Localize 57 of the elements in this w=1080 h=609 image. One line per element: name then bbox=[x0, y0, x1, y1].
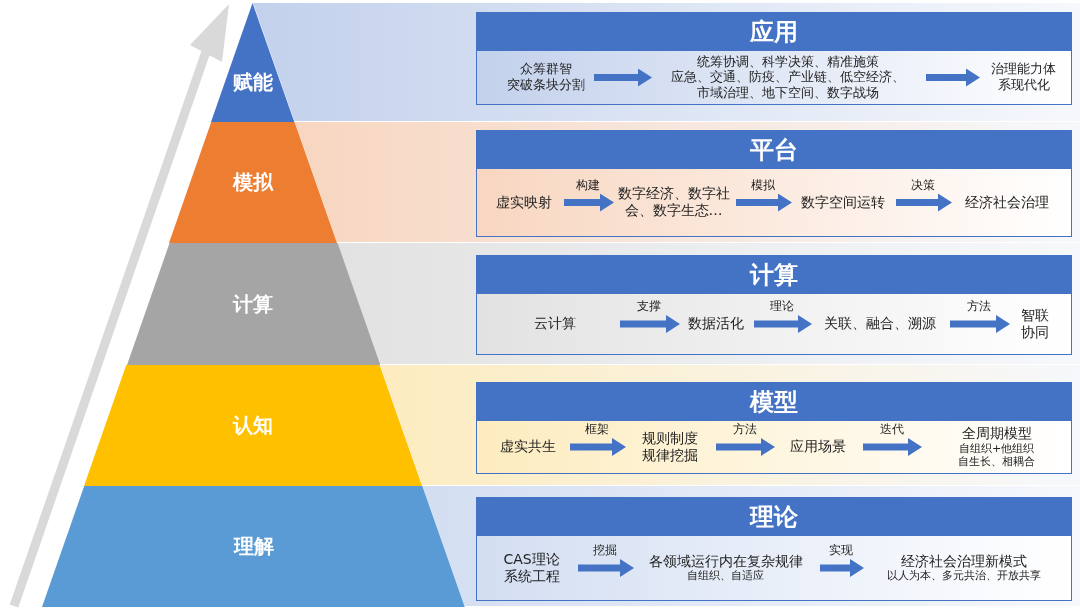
pyramid-layer bbox=[84, 365, 423, 486]
note-text: 自组织、自适应 bbox=[687, 569, 764, 583]
flow-text: 关联、融合、溯源 bbox=[823, 315, 936, 332]
panel-header: 模型 bbox=[477, 383, 1071, 421]
layer-panel bbox=[476, 130, 1072, 237]
panel-header: 平台 bbox=[477, 131, 1071, 169]
edge-label: 支撑 bbox=[637, 298, 661, 315]
panel-header: 应用 bbox=[477, 13, 1071, 51]
edge-label: 模拟 bbox=[751, 176, 775, 194]
flow-text: 数据活化 bbox=[687, 315, 744, 332]
flow-text: 应用场景 bbox=[789, 438, 846, 455]
layer-label: 认知 bbox=[233, 412, 274, 439]
flow-text: 各领域运行内在复杂规律 bbox=[648, 552, 803, 570]
flow-text: 系统工程 bbox=[503, 567, 560, 585]
flow-text: CAS理论 bbox=[503, 550, 560, 568]
pyramid-layer bbox=[211, 3, 295, 122]
layer-label: 计算 bbox=[233, 290, 274, 318]
edge-label: 方法 bbox=[967, 298, 991, 315]
layer-label: 模拟 bbox=[233, 169, 274, 196]
layer-panel bbox=[476, 382, 1072, 474]
note-text: 自组织+他组织 bbox=[958, 441, 1035, 455]
flow-text: 经济社会治理新模式 bbox=[900, 552, 1027, 570]
layer-panel bbox=[476, 497, 1072, 601]
flow-text: 应急、交通、防疫、产业链、低空经济、市域治理、地下空间、数字战场 bbox=[669, 69, 906, 101]
edge-label: 决策 bbox=[911, 176, 935, 194]
layer-label: 赋能 bbox=[233, 69, 274, 96]
pyramid-layer bbox=[126, 243, 381, 365]
flow-text: 数字空间运转 bbox=[800, 193, 885, 211]
flow-text: 统筹协调、科学决策、精准施策 bbox=[696, 53, 879, 70]
layer-panel bbox=[476, 12, 1072, 105]
flow-text: 数字经济、数字社会、数字生态… bbox=[616, 185, 731, 219]
panel-header: 计算 bbox=[477, 256, 1071, 294]
flow-text: 众筹群智 bbox=[519, 61, 572, 77]
edge-label: 理论 bbox=[770, 298, 794, 315]
edge-label: 迭代 bbox=[879, 421, 904, 438]
flow-text: 规则制度 bbox=[641, 429, 698, 447]
flow-text: 虚实共生 bbox=[499, 438, 556, 455]
edge-label: 挖掘 bbox=[593, 542, 617, 559]
panel-header: 理论 bbox=[477, 498, 1071, 536]
flow-text: 全周期模型 bbox=[961, 424, 1032, 442]
flow-text: 云计算 bbox=[533, 315, 576, 332]
flow-text: 经济社会治理 bbox=[964, 193, 1049, 211]
flow-text: 突破条块分割 bbox=[506, 77, 585, 93]
edge-label: 方法 bbox=[732, 421, 757, 438]
flow-text: 治理能力体系现代化 bbox=[990, 61, 1057, 93]
layer-panel bbox=[476, 255, 1072, 355]
edge-label: 实现 bbox=[829, 542, 853, 559]
pyramid-layer bbox=[169, 122, 338, 243]
flow-text: 规律挖掘 bbox=[641, 446, 698, 464]
note-text: 自生长、相耦合 bbox=[958, 454, 1035, 469]
note-text: 以人为本、多元共治、开放共享 bbox=[886, 569, 1041, 583]
edge-label: 框架 bbox=[585, 421, 609, 438]
edge-label: 构建 bbox=[576, 176, 600, 194]
flow-text: 智联协同 bbox=[1019, 306, 1050, 341]
pyramid-layer bbox=[42, 486, 465, 607]
layer-label: 理解 bbox=[233, 533, 274, 560]
flow-text: 虚实映射 bbox=[495, 193, 552, 211]
